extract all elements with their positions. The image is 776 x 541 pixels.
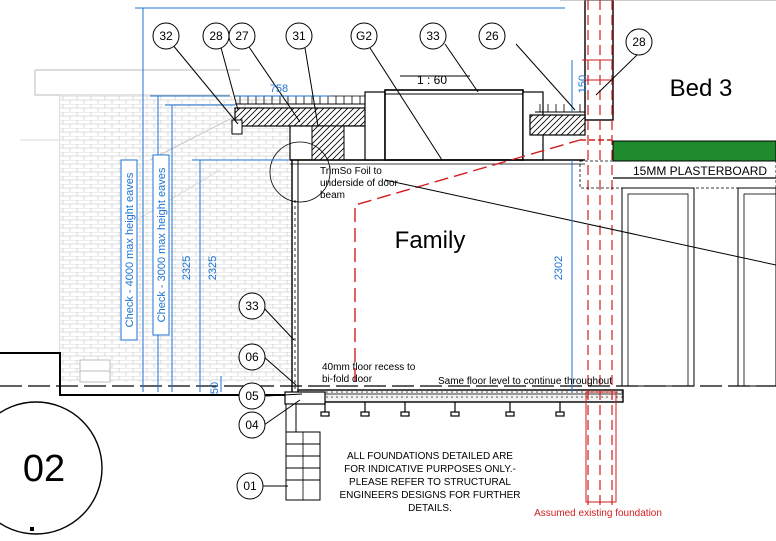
tag-27: 27 [228, 22, 256, 50]
svg-text:40mm floor recess to: 40mm floor recess to [322, 362, 416, 373]
room-label-bed3: Bed 3 [670, 75, 733, 102]
svg-text:Check - 3000 max height eaves: Check - 3000 max height eaves [156, 167, 168, 322]
existing-brick-wall [20, 69, 292, 383]
svg-text:26: 26 [485, 29, 499, 43]
svg-text:ALL FOUNDATIONS DETAILED ARE: ALL FOUNDATIONS DETAILED ARE [347, 451, 513, 462]
svg-text:28: 28 [632, 35, 646, 49]
section-number: 02 [23, 448, 65, 490]
tag-31: 31 [285, 22, 313, 50]
floor-recess-note: 40mm floor recess to bi-fold door [322, 362, 416, 385]
svg-text:TrimSo Foil to: TrimSo Foil to [320, 166, 382, 177]
svg-text:27: 27 [235, 29, 249, 43]
plasterboard-note: 15MM PLASTERBOARD [633, 164, 767, 178]
existing-foundation-note: Assumed existing foundation [534, 508, 662, 519]
detail-callout-circle [269, 141, 331, 203]
tag-04: 04 [238, 411, 266, 439]
svg-text:04: 04 [245, 418, 259, 432]
check-3000-box: Check - 3000 max height eaves [152, 154, 170, 336]
tag-05: 05 [238, 382, 266, 410]
dim-2302: 2302 [553, 256, 565, 280]
svg-text:ENGINEERS DESIGNS FOR FURTHER: ENGINEERS DESIGNS FOR FURTHER [340, 490, 521, 501]
existing-structure-red [354, 0, 617, 505]
svg-text:FOR INDICATIVE PURPOSES ONLY.-: FOR INDICATIVE PURPOSES ONLY.- [344, 464, 516, 475]
svg-text:28: 28 [209, 29, 223, 43]
svg-text:bi-fold door: bi-fold door [322, 374, 373, 385]
dim-758: 758 [270, 83, 288, 95]
svg-text:33: 33 [245, 299, 259, 313]
dim-150: 150 [577, 75, 589, 93]
tag-01: 01 [236, 472, 264, 500]
svg-text:05: 05 [245, 389, 259, 403]
check-4000-box: Check - 4000 max height eaves [120, 159, 138, 341]
tag-33-top: 33 [419, 22, 447, 50]
svg-text:G2: G2 [356, 29, 372, 43]
room-label-family: Family [395, 227, 466, 254]
leader-lines [171, 43, 641, 487]
tag-32: 32 [152, 22, 180, 50]
new-wall-left [291, 160, 299, 392]
section-cut-line [384, 179, 776, 266]
svg-text:01: 01 [243, 479, 257, 493]
svg-text:DETAILS.: DETAILS. [408, 503, 452, 514]
svg-text:Check - 4000 max height eaves: Check - 4000 max height eaves [124, 172, 136, 327]
svg-text:31: 31 [292, 29, 306, 43]
tag-28-right: 28 [625, 28, 653, 56]
trimfoil-note: TrimSo Foil to underside of door beam [320, 166, 399, 201]
dim-50: 50 [209, 382, 221, 394]
section-marker: 02 [0, 401, 103, 535]
dim-2325-a: 2325 [181, 256, 193, 280]
tag-06: 06 [238, 343, 266, 371]
plasterboard [612, 140, 776, 162]
scale-label: 1 : 60 [417, 73, 447, 87]
svg-text:06: 06 [245, 350, 259, 364]
svg-text:underside of door: underside of door [320, 178, 399, 189]
tag-26: 26 [478, 22, 506, 50]
tag-g2: G2 [350, 22, 378, 50]
tag-33-left: 33 [238, 292, 266, 320]
floor-slab [297, 389, 624, 417]
svg-text:32: 32 [159, 29, 173, 43]
footing-stack [284, 391, 326, 501]
svg-text:33: 33 [426, 29, 440, 43]
svg-text:PLEASE REFER TO STRUCTURAL: PLEASE REFER TO STRUCTURAL [349, 477, 511, 488]
existing-room-right [579, 160, 776, 387]
dim-2325-b: 2325 [207, 256, 219, 280]
foundations-note: ALL FOUNDATIONS DETAILED ARE FOR INDICAT… [340, 451, 521, 514]
tag-28: 28 [202, 22, 230, 50]
floor-level-note: Same floor level to continue throughout [438, 376, 612, 387]
svg-text:beam: beam [320, 190, 345, 201]
